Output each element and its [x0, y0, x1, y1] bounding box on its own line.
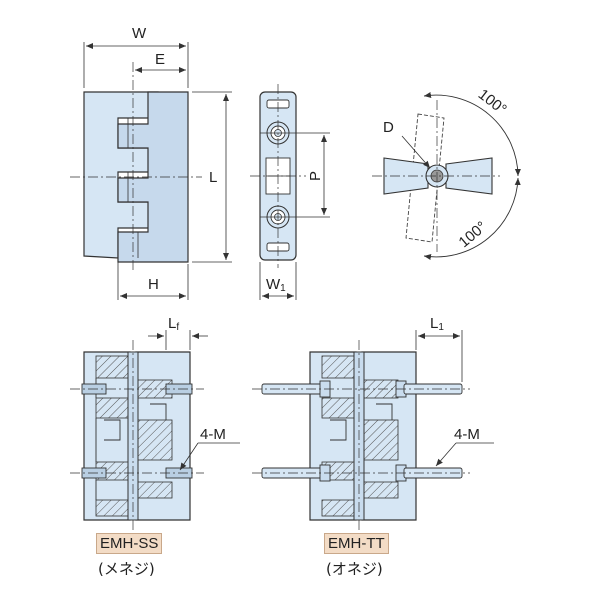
angle-bottom: 100° [455, 218, 490, 251]
side-view: P W1 [250, 84, 330, 300]
part-desc-tt: (オネジ) [326, 560, 383, 578]
part-code-ss: EMH-SS [96, 533, 163, 554]
dim-Lf: Lf [168, 315, 179, 333]
part-desc-ss: (メネジ) [98, 560, 155, 578]
screw-label-left: 4-M [200, 426, 226, 443]
front-view: W E L H [70, 25, 232, 300]
dim-E: E [155, 51, 165, 68]
dim-W: W [132, 25, 147, 42]
part-code-tt: EMH-TT [324, 533, 389, 554]
dim-L: L [209, 169, 217, 186]
dim-P: P [307, 171, 324, 181]
angle-top: 100° [475, 86, 510, 119]
screw-label-right: 4-M [454, 426, 480, 443]
dim-W1: W1 [266, 276, 286, 294]
dim-L1: L1 [430, 315, 444, 333]
dim-H: H [148, 276, 159, 293]
dim-D: D [383, 119, 394, 136]
section-ss: Lf 4-M [70, 315, 240, 530]
section-tt: L1 4-M [252, 315, 494, 530]
rotation-view: D 100° 100° [372, 86, 521, 260]
